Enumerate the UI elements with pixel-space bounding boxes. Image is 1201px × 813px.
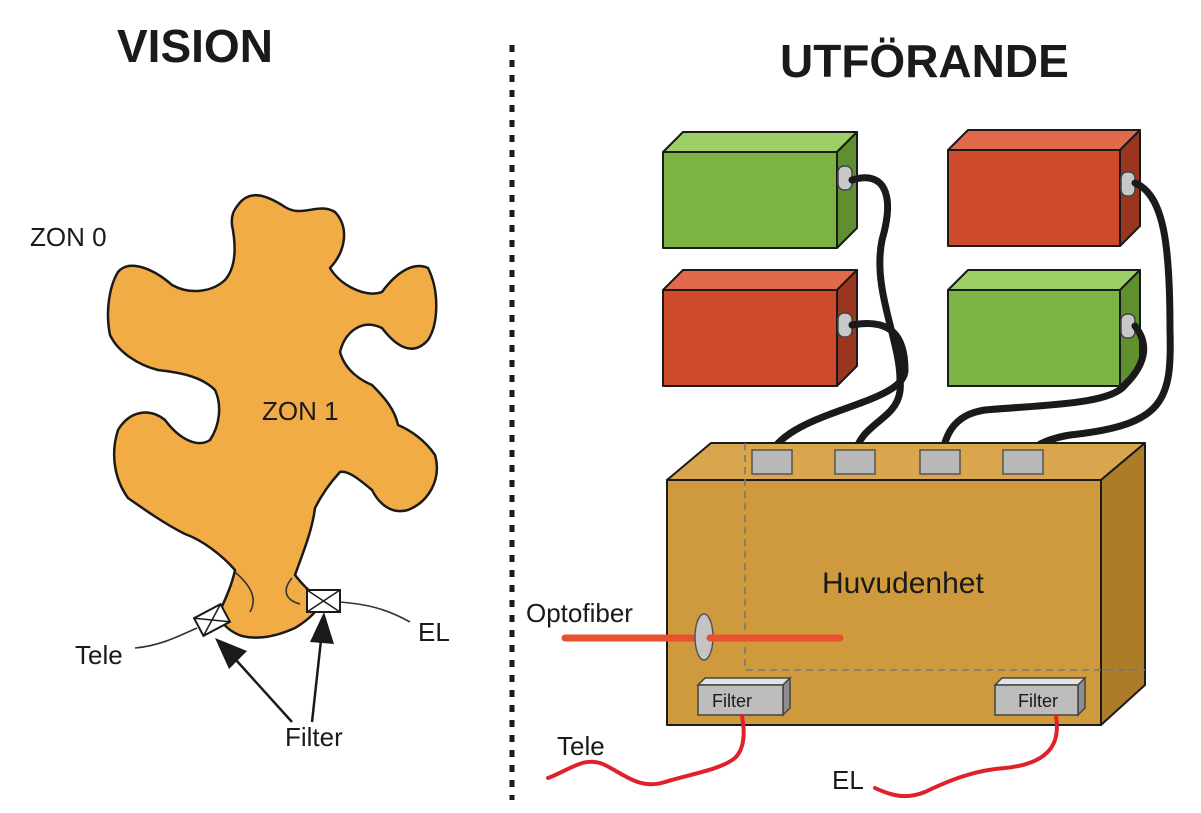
filter-label-box-right: Filter: [1018, 691, 1058, 711]
filter-label-box-left: Filter: [712, 691, 752, 711]
filter-arrow-right: [310, 612, 334, 723]
el-label-right: EL: [832, 765, 864, 795]
zone-0-label: ZON 0: [30, 222, 107, 252]
filter-box-left: [696, 676, 792, 717]
el-label-left: EL: [418, 617, 450, 647]
zone-1-label: ZON 1: [262, 396, 339, 426]
port-1: [751, 449, 793, 475]
port-4: [1002, 449, 1044, 475]
sub-unit-green-top-left: [662, 131, 858, 249]
el-wire-left: [339, 601, 411, 623]
cable-green-bottom-right: [938, 322, 1148, 459]
main-unit-label: Huvudenhet: [822, 567, 984, 600]
cable-red-top-right: [1021, 179, 1174, 461]
tele-label-left: Tele: [75, 640, 123, 670]
filter-symbol-left: [192, 602, 232, 638]
sub-unit-green-bottom-right: [947, 269, 1141, 387]
filter-box-right: [993, 676, 1087, 717]
filter-symbol-right: [306, 589, 341, 613]
utforande-title: UTFÖRANDE: [780, 35, 1069, 87]
port-3: [919, 449, 961, 475]
cable-green-top-left: [848, 174, 904, 459]
sub-unit-red-bottom-left: [662, 269, 858, 387]
sub-unit-red-top-right: [947, 129, 1141, 247]
filter-arrow-left: [215, 638, 293, 723]
optofiber-label: Optofiber: [526, 598, 633, 628]
zone-inner-curve-left: [234, 571, 254, 613]
vision-title: VISION: [117, 20, 273, 72]
tele-wire-left: [134, 627, 198, 649]
tele-wire-right: [546, 714, 746, 787]
zone-inner-curve-right: [285, 577, 301, 605]
port-2: [834, 449, 876, 475]
el-wire-right: [873, 714, 1059, 799]
filter-label-left: Filter: [285, 722, 343, 752]
tele-label-right: Tele: [557, 731, 605, 761]
cable-red-bottom-left: [766, 320, 909, 459]
